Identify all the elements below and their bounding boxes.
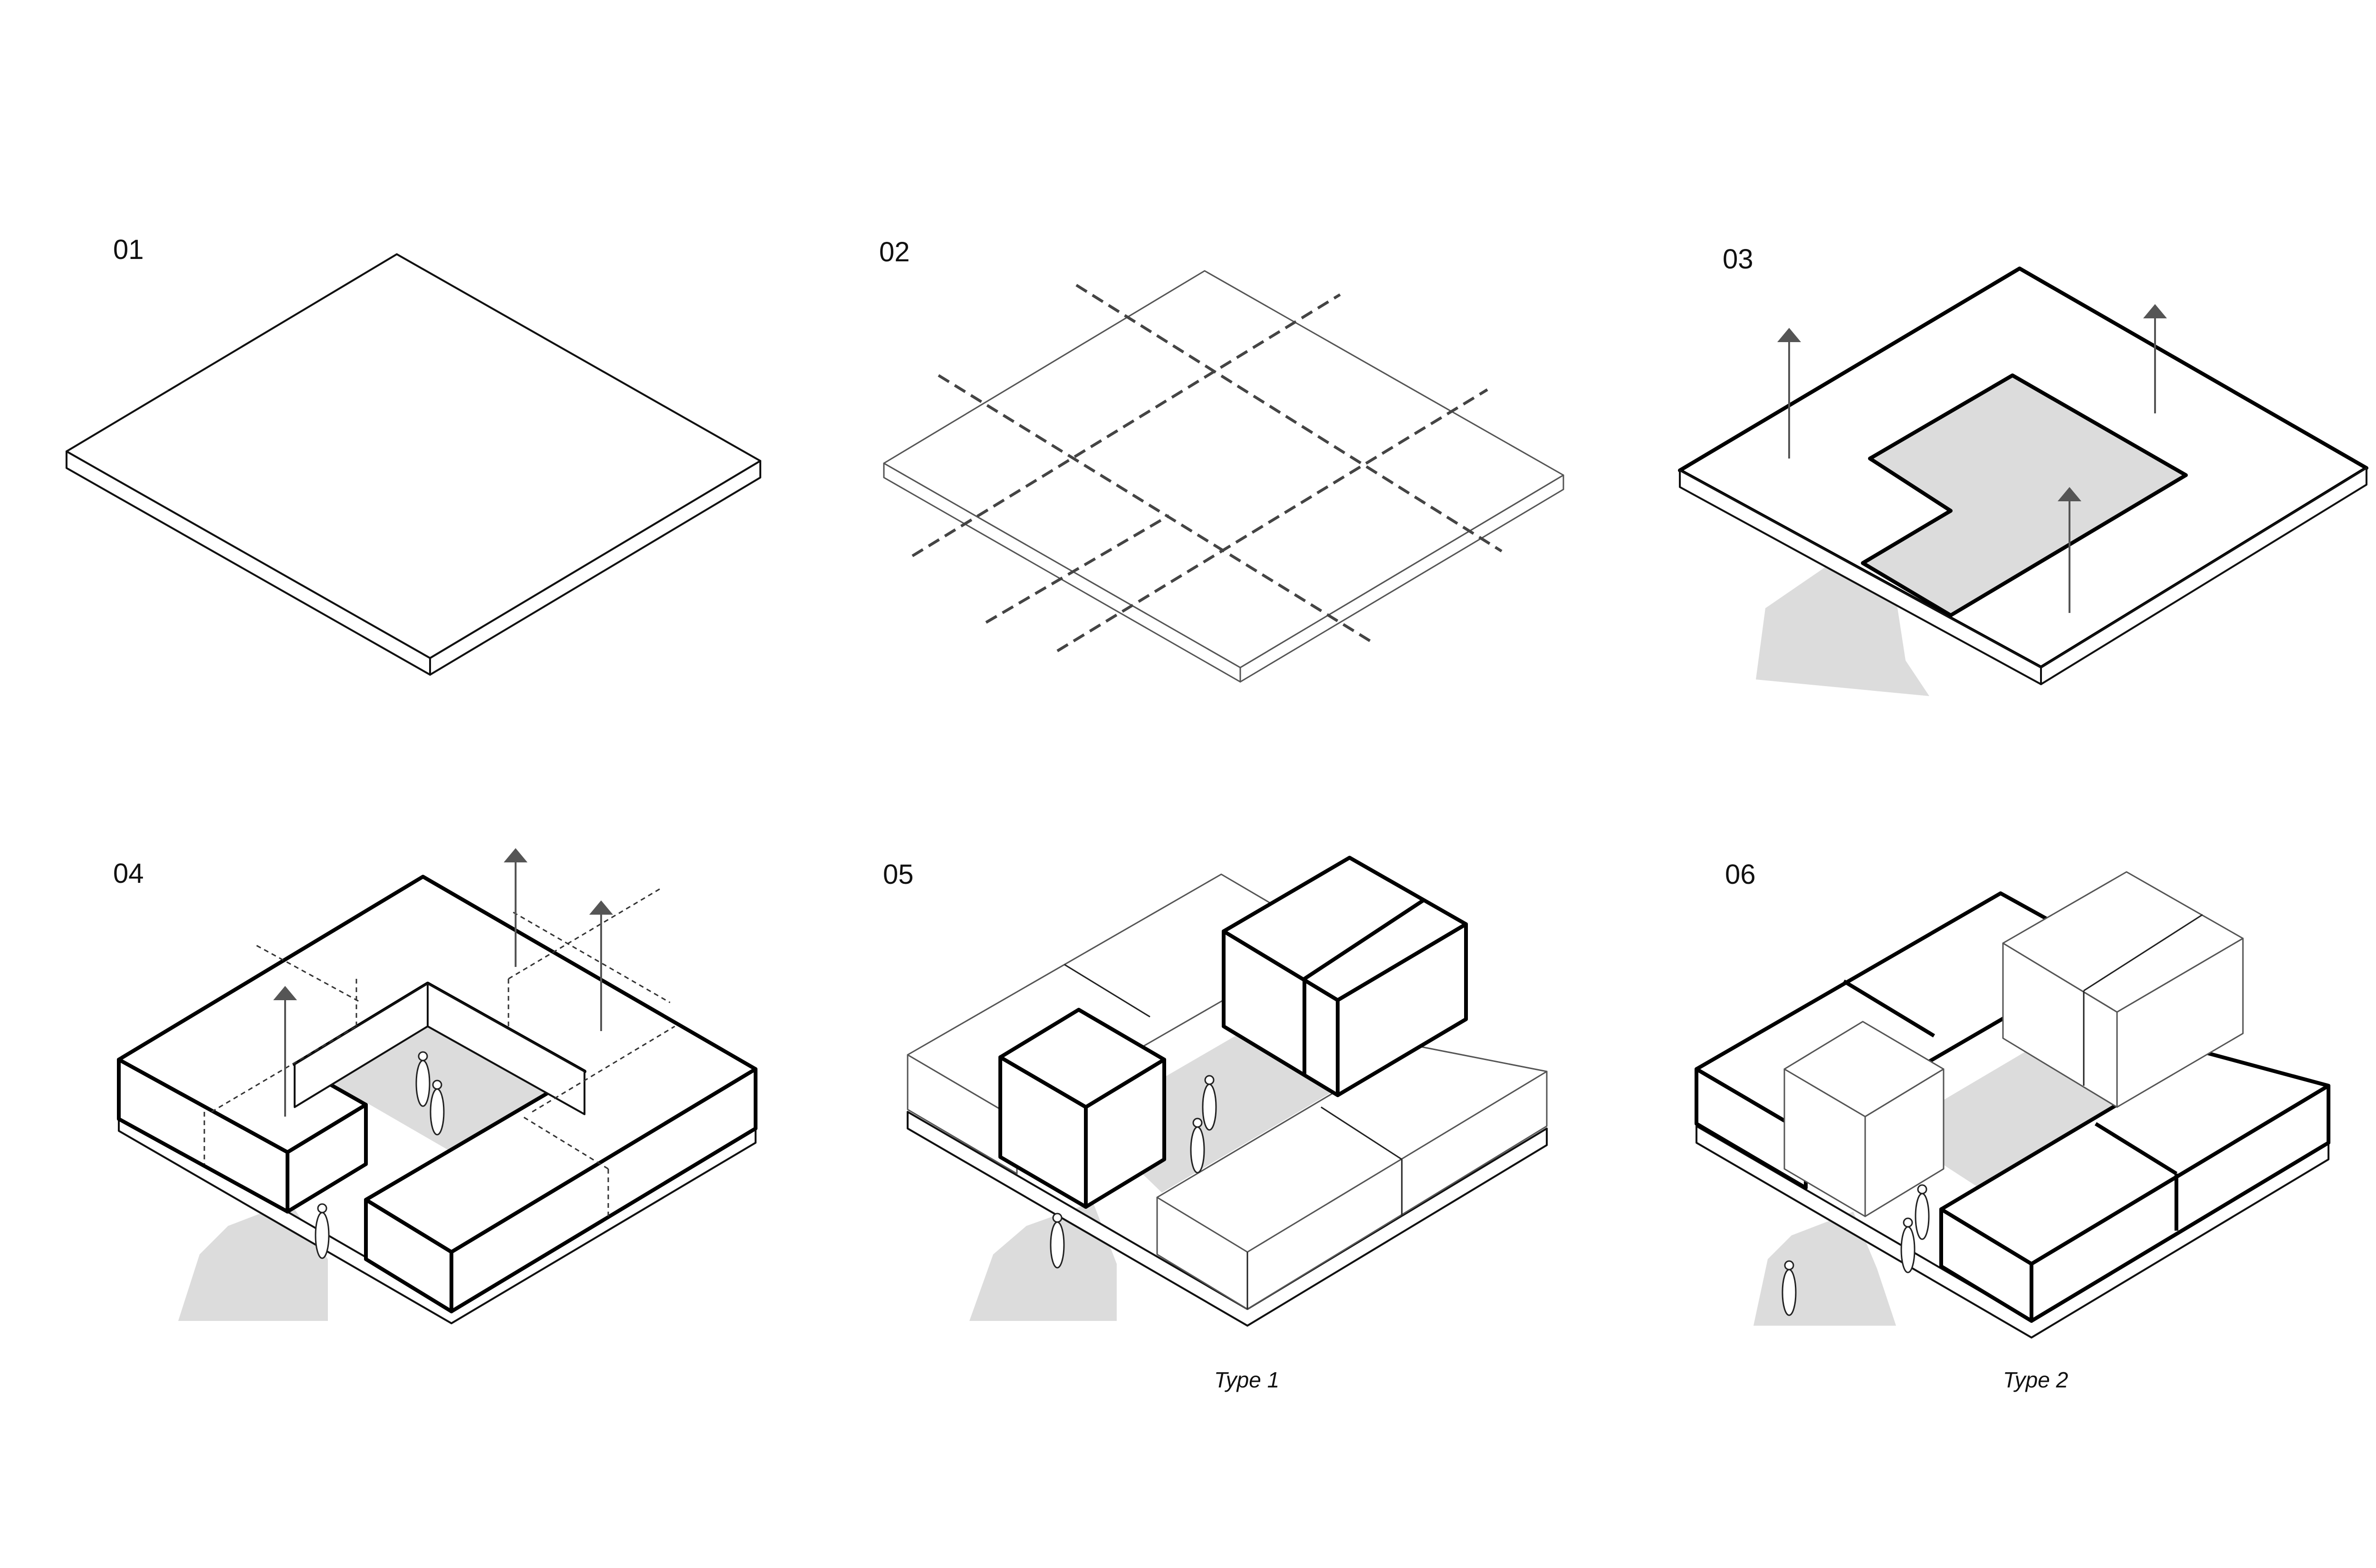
step-label-04: 04: [113, 858, 144, 889]
step-05: 05: [883, 856, 1548, 1392]
tall-cube-pair-light: [2002, 871, 2244, 1108]
tall-cube-pair: [1222, 856, 1468, 1097]
step-label-02: 02: [879, 237, 910, 268]
step-label-06: 06: [1725, 859, 1756, 890]
module-divisions: [203, 888, 675, 1216]
tall-cube-left-light: [1783, 1021, 1945, 1217]
step-02: 02: [879, 237, 1564, 683]
up-arrows: [1777, 304, 2167, 613]
flow-arrow: [1756, 551, 1929, 696]
u-shaped-building: [117, 875, 757, 1313]
people: [315, 1051, 445, 1259]
flow-arrow: [178, 1202, 328, 1321]
step-06: 06: [1695, 859, 2330, 1392]
base-plate: [66, 253, 761, 676]
caption-type-1: Type 1: [1214, 1367, 1279, 1392]
courtyard: [1861, 373, 2188, 617]
flow-arrow: [969, 1202, 1117, 1321]
step-label-03: 03: [1723, 244, 1753, 275]
caption-type-2: Type 2: [2003, 1367, 2068, 1392]
up-arrows: [273, 848, 613, 1117]
step-label-05: 05: [883, 859, 914, 890]
people: [1782, 1184, 1930, 1316]
grid-lines: [911, 284, 1503, 652]
step-01: 01: [66, 234, 761, 676]
step-label-01: 01: [113, 234, 144, 265]
grid-plate: [883, 270, 1564, 683]
step-03: 03: [1678, 244, 2368, 696]
tall-cube-left: [998, 1008, 1166, 1209]
step-04: 04: [113, 848, 757, 1324]
people: [1050, 1075, 1217, 1269]
